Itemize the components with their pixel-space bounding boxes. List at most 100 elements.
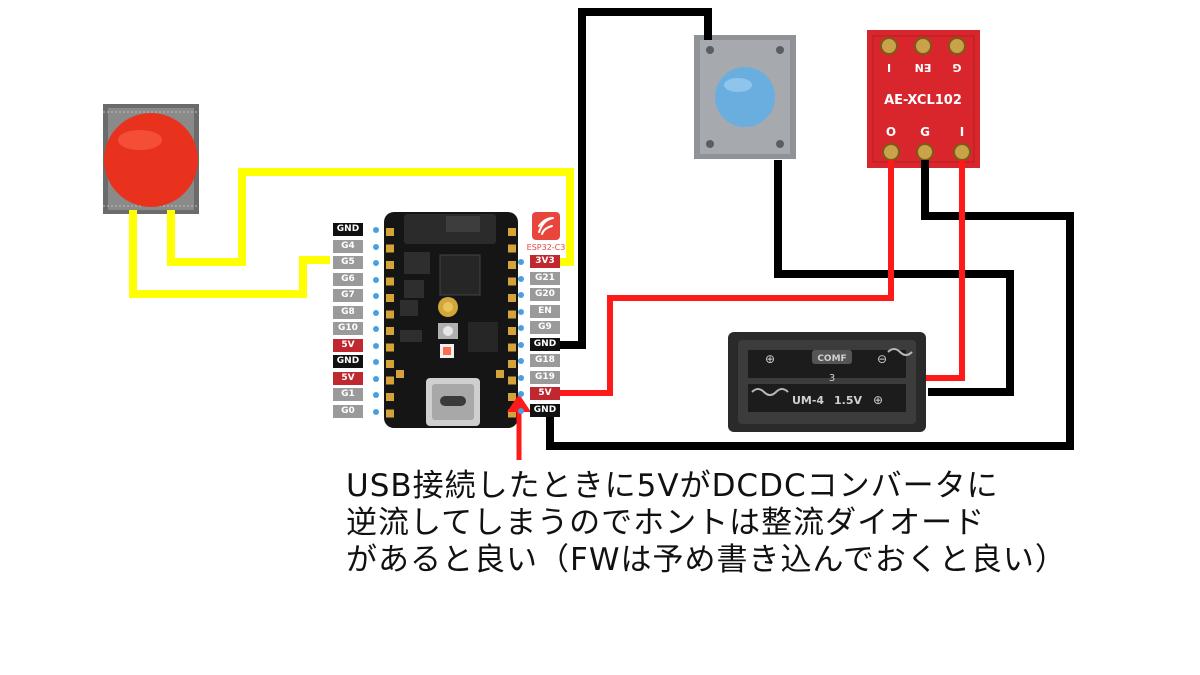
board-pad: [386, 294, 394, 302]
dcdc-top-pin-label: G: [952, 61, 961, 74]
dcdc-pin-hole: [880, 37, 898, 55]
left-pin-label: G0: [333, 404, 363, 418]
board-pad: [386, 277, 394, 286]
battery-slot-number: 3: [829, 373, 835, 384]
board-model-label: ESP32-C3: [527, 243, 566, 252]
dcdc-bottom-pin-label: I: [960, 125, 964, 139]
battery-holder: COMF 3 UM-4 1.5V ⊕ ⊖ ⊕: [728, 332, 926, 432]
dcdc-bottom-pin-label: G: [920, 125, 930, 139]
board-pad: [386, 327, 394, 335]
battery-plus-sign: ⊕: [873, 393, 883, 407]
board-pad: [386, 343, 394, 352]
board-pad: [386, 409, 394, 418]
dcdc-top-pin-label: EN: [915, 61, 932, 74]
dcdc-bottom-pin-label: O: [886, 125, 896, 139]
board-pad: [386, 360, 394, 368]
left-pin-label: G7: [333, 289, 363, 302]
board-pad: [508, 310, 516, 319]
ground-wire: [774, 160, 1014, 396]
red-button-cap: [104, 113, 198, 207]
note-line: 逆流してしまうのでホントは整流ダイオード: [346, 505, 986, 541]
power-wire: [926, 160, 965, 381]
left-pin-dot: [373, 293, 379, 299]
left-pin-label: GND: [333, 355, 363, 368]
left-pin-dot: [373, 260, 379, 266]
board-pad: [386, 393, 394, 401]
note-line: があると良い（FWは予め書き込んでおくと良い）: [346, 542, 1067, 578]
right-pin-dot: [518, 325, 524, 331]
left-pin-label: 5V: [333, 371, 363, 385]
ground-wire: [554, 8, 712, 349]
blue-button-cap: [715, 67, 775, 127]
left-pin-label: 5V: [333, 338, 363, 352]
left-pin-label: G10: [333, 322, 363, 335]
dcdc-pin-hole: [916, 143, 934, 161]
right-pin-dot: [518, 259, 524, 265]
mcu-chip: [439, 254, 481, 296]
signal-wire: [129, 210, 330, 298]
blue-tact-switch: [694, 35, 796, 159]
right-pin-label: G20: [530, 288, 560, 301]
left-pin-dot: [373, 243, 379, 250]
board-pad: [386, 261, 394, 269]
board-pad: [508, 409, 516, 418]
battery-minus-sign: ⊖: [877, 352, 887, 366]
espressif-logo-icon: [532, 212, 560, 240]
left-pin-dot: [373, 276, 379, 283]
wiring-note: USB接続したときに5VがDCDCコンバータに 逆流してしまうのでホントは整流ダ…: [346, 468, 1146, 579]
left-pin-label: G5: [333, 256, 363, 269]
power-wire: [554, 160, 894, 396]
battery-voltage: 1.5V: [834, 394, 862, 407]
warning-arrow-head: [507, 394, 531, 412]
left-pin-dot: [373, 227, 379, 233]
right-pin-label: GND: [530, 337, 560, 351]
board-pad: [508, 277, 516, 286]
dcdc-top-pin-label: I: [887, 62, 891, 75]
dcdc-pin-hole: [953, 143, 971, 161]
board-pad: [386, 244, 394, 253]
right-pin-label: G18: [530, 354, 560, 367]
right-pin-dot: [518, 391, 524, 397]
board-pad: [508, 360, 516, 368]
right-pin-dot: [518, 292, 524, 298]
right-pin-label: G9: [530, 321, 560, 334]
wires: [129, 8, 1074, 460]
dcdc-pin-hole: [948, 37, 966, 55]
board-pad: [508, 327, 516, 335]
right-pin-dot: [518, 341, 524, 348]
board-pad: [508, 228, 516, 236]
board-pad: [386, 310, 394, 319]
right-pin-label: 3V3: [530, 255, 560, 268]
signal-wire: [167, 168, 574, 266]
left-pin-dot: [373, 309, 379, 316]
right-pin-dot: [518, 308, 524, 315]
board-pad: [508, 393, 516, 401]
left-pin-label: G1: [333, 388, 363, 401]
left-pin-label: GND: [333, 223, 363, 236]
right-pin-label: GND: [530, 403, 560, 417]
dcdc-module-name: AE-XCL102: [884, 93, 962, 108]
right-pin-label: 5V: [530, 387, 560, 400]
right-pin-label: G19: [530, 370, 560, 384]
board-pad: [386, 228, 394, 236]
board-pad: [386, 376, 394, 385]
battery-model: UM-4: [792, 394, 824, 407]
battery-brand: COMF: [817, 354, 846, 364]
left-pin-dot: [373, 342, 379, 349]
right-pin-dot: [518, 407, 524, 414]
left-pin-dot: [373, 408, 379, 415]
right-pin-label: EN: [530, 304, 560, 318]
board-pad: [508, 343, 516, 352]
dcdc-module: I EN G AE-XCL102 O G I: [867, 30, 980, 168]
battery-plus-sign: ⊕: [765, 352, 775, 366]
right-pin-label: G21: [530, 271, 560, 285]
note-line: USB接続したときに5VがDCDCコンバータに: [346, 468, 999, 504]
esp32-c3-board: [384, 212, 518, 428]
left-pin-dot: [373, 326, 379, 332]
board-pad: [508, 261, 516, 269]
dcdc-pin-hole: [914, 37, 932, 55]
dcdc-pin-hole: [882, 143, 900, 161]
left-pin-dot: [373, 375, 379, 382]
left-pin-label: G4: [333, 239, 363, 253]
right-pin-dot: [518, 275, 524, 282]
